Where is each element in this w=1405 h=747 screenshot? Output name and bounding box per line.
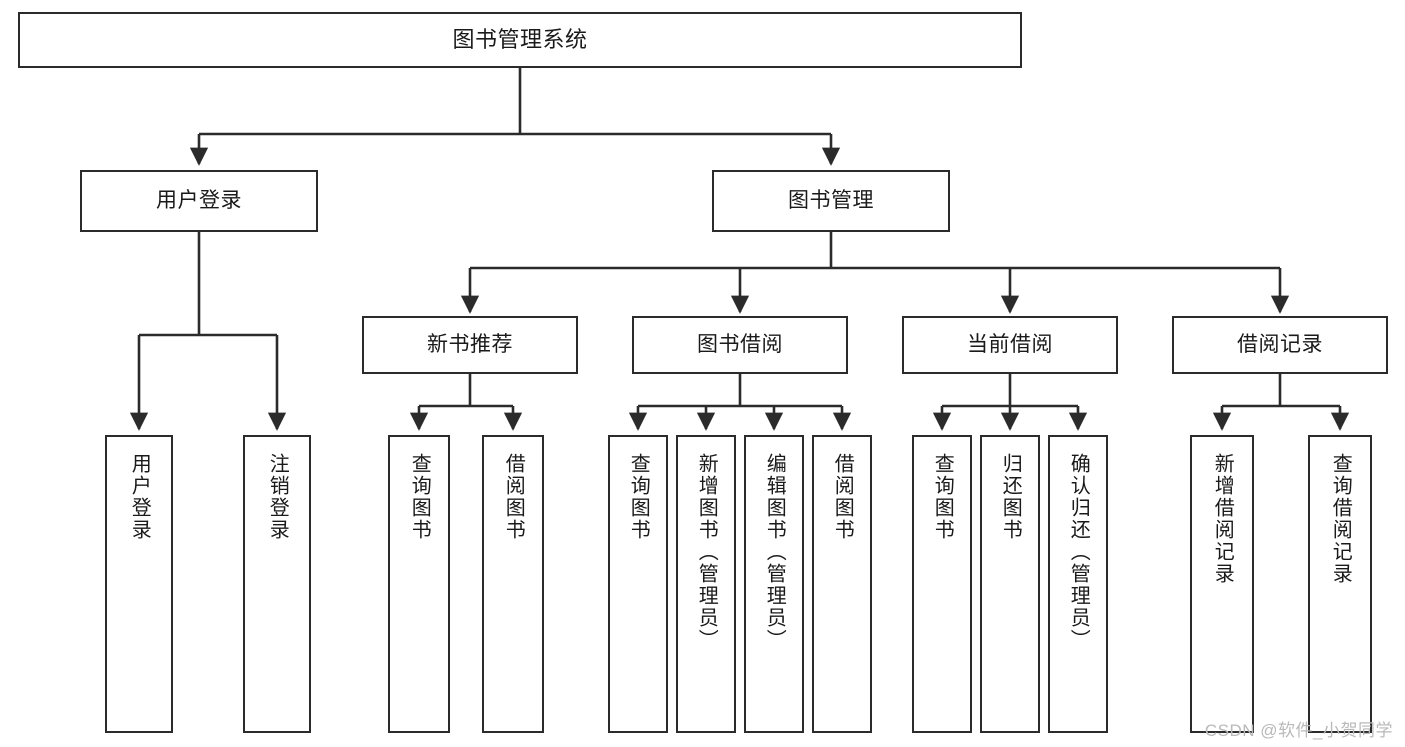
leaf-logout-label: 注销登录 [266,453,289,541]
node-current-borrow-label: 当前借阅 [967,332,1053,356]
csdn-watermark: CSDN @软件_小贺同学 [1204,721,1393,740]
leaf-return-book-label: 归还图书 [999,453,1022,541]
leaf-query-book-1-label: 查询图书 [408,453,431,541]
node-root-label: 图书管理系统 [452,27,588,53]
leaf-add-book[interactable]: 新增图书（管理员） [676,435,736,733]
node-root[interactable]: 图书管理系统 [18,12,1022,68]
node-book-manage-label: 图书管理 [788,188,874,212]
node-borrow-record-label: 借阅记录 [1237,332,1323,356]
node-user-login[interactable]: 用户登录 [80,170,318,232]
node-new-book-recommend[interactable]: 新书推荐 [362,316,578,374]
leaf-add-record[interactable]: 新增借阅记录 [1190,435,1254,733]
node-user-login-label: 用户登录 [156,188,242,212]
leaf-logout[interactable]: 注销登录 [243,435,311,733]
leaf-user-login-label: 用户登录 [128,453,151,541]
leaf-confirm-return-label: 确认归还（管理员） [1067,453,1090,651]
leaf-query-book-3-label: 查询图书 [931,453,954,541]
leaf-query-book-2-label: 查询图书 [627,453,650,541]
leaf-query-book-1[interactable]: 查询图书 [388,435,450,733]
leaf-borrow-book-2[interactable]: 借阅图书 [812,435,872,733]
leaf-return-book[interactable]: 归还图书 [980,435,1040,733]
leaf-query-record[interactable]: 查询借阅记录 [1308,435,1372,733]
leaf-edit-book[interactable]: 编辑图书（管理员） [744,435,804,733]
leaf-borrow-book-1[interactable]: 借阅图书 [482,435,544,733]
leaf-add-book-label: 新增图书（管理员） [695,453,718,651]
node-current-borrow[interactable]: 当前借阅 [902,316,1118,374]
node-new-book-recommend-label: 新书推荐 [427,332,513,356]
leaf-add-record-label: 新增借阅记录 [1211,453,1234,585]
leaf-query-record-label: 查询借阅记录 [1329,453,1352,585]
node-book-manage[interactable]: 图书管理 [712,170,950,232]
leaf-confirm-return[interactable]: 确认归还（管理员） [1048,435,1108,733]
leaf-borrow-book-1-label: 借阅图书 [502,453,525,541]
node-book-borrow[interactable]: 图书借阅 [632,316,848,374]
node-book-borrow-label: 图书借阅 [697,332,783,356]
leaf-query-book-2[interactable]: 查询图书 [608,435,668,733]
leaf-borrow-book-2-label: 借阅图书 [831,453,854,541]
leaf-query-book-3[interactable]: 查询图书 [912,435,972,733]
leaf-edit-book-label: 编辑图书（管理员） [763,453,786,651]
leaf-user-login[interactable]: 用户登录 [105,435,173,733]
node-borrow-record[interactable]: 借阅记录 [1172,316,1388,374]
